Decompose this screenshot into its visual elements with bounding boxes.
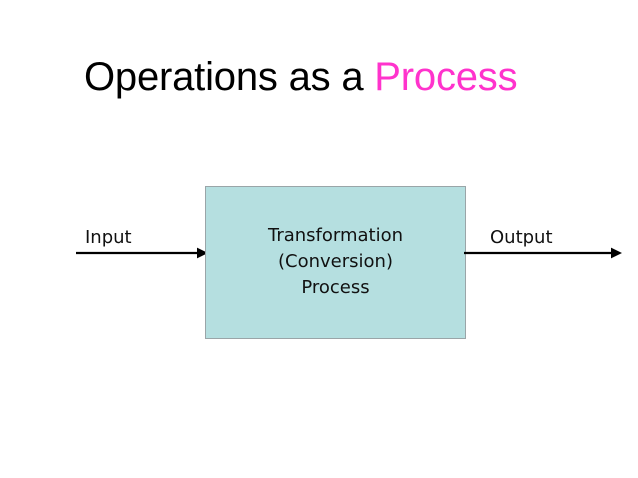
- output-arrow: [464, 244, 622, 262]
- page-title-lead: Operations as a: [84, 55, 375, 99]
- input-arrow: [76, 244, 208, 262]
- transformation-process-box: Transformation (Conversion) Process: [205, 186, 466, 339]
- page-title: Operations as a Process: [84, 54, 518, 100]
- input-label: Input: [85, 227, 132, 248]
- transformation-process-label: Transformation (Conversion) Process: [267, 225, 404, 298]
- page-title-accent: Process: [374, 55, 518, 99]
- output-label: Output: [490, 227, 553, 248]
